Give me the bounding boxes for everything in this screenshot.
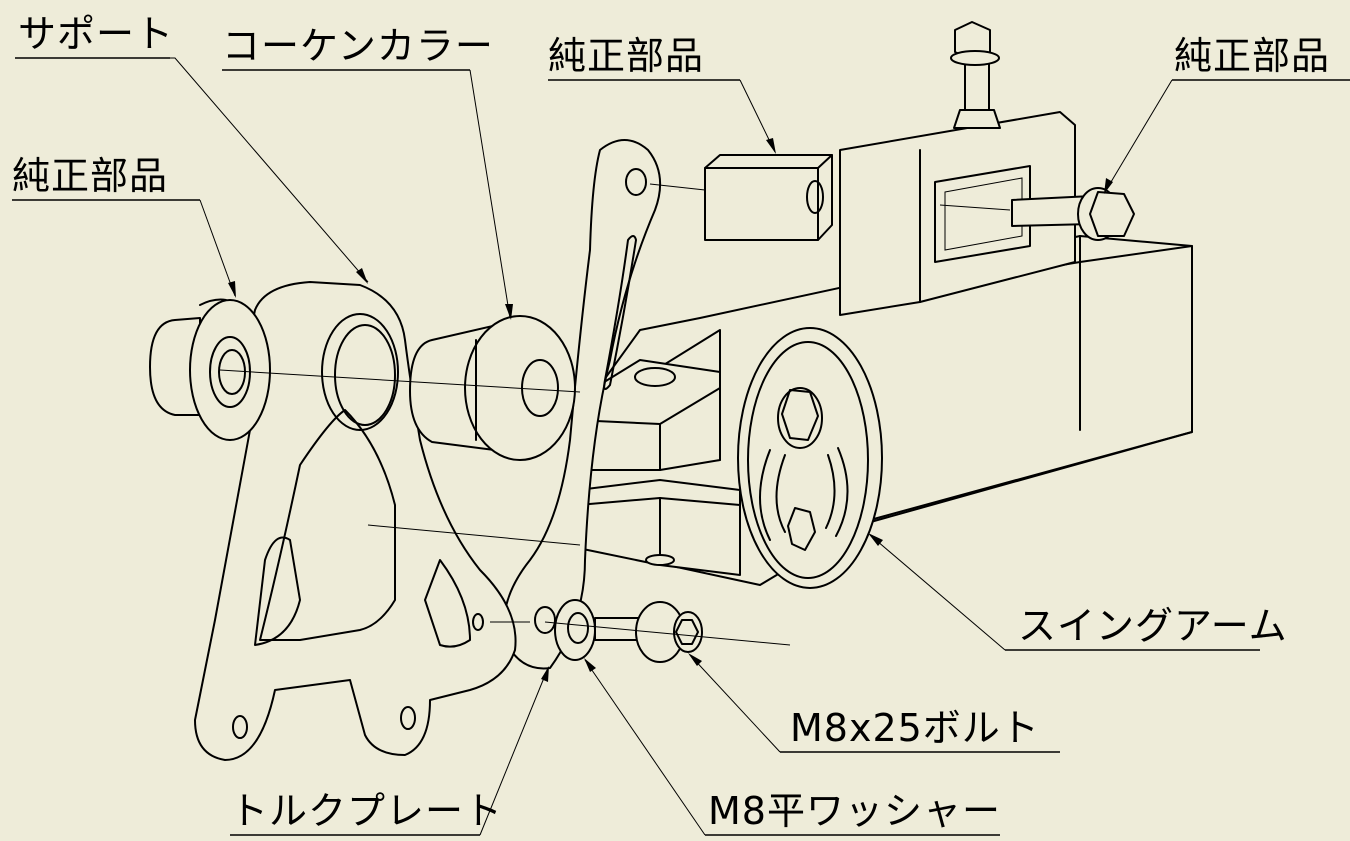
support-part <box>194 281 517 761</box>
label-washer: M8平ワッシャー <box>708 789 1001 833</box>
label-genuine-top-center: 純正部品 <box>548 34 705 78</box>
bolt-part <box>594 601 703 663</box>
torque-plate-part <box>502 139 662 670</box>
label-support: サポート <box>18 12 175 56</box>
label-genuine-left: 純正部品 <box>12 154 169 198</box>
genuine-collar-part <box>149 298 271 441</box>
label-koken-collar: コーケンカラー <box>222 24 494 68</box>
genuine-block-part <box>704 154 833 241</box>
leader-lines <box>15 57 1173 836</box>
label-genuine-top-right: 純正部品 <box>1174 34 1331 78</box>
genuine-bracket-part <box>839 21 1135 316</box>
label-bolt: M8x25ボルト <box>790 706 1040 750</box>
swingarm-part <box>574 235 1193 589</box>
label-torque-plate: トルクプレート <box>230 789 504 833</box>
center-lines <box>219 183 1011 646</box>
label-swingarm: スイングアーム <box>1018 604 1288 648</box>
washer-part <box>554 599 596 661</box>
koken-collar-part <box>409 315 576 461</box>
